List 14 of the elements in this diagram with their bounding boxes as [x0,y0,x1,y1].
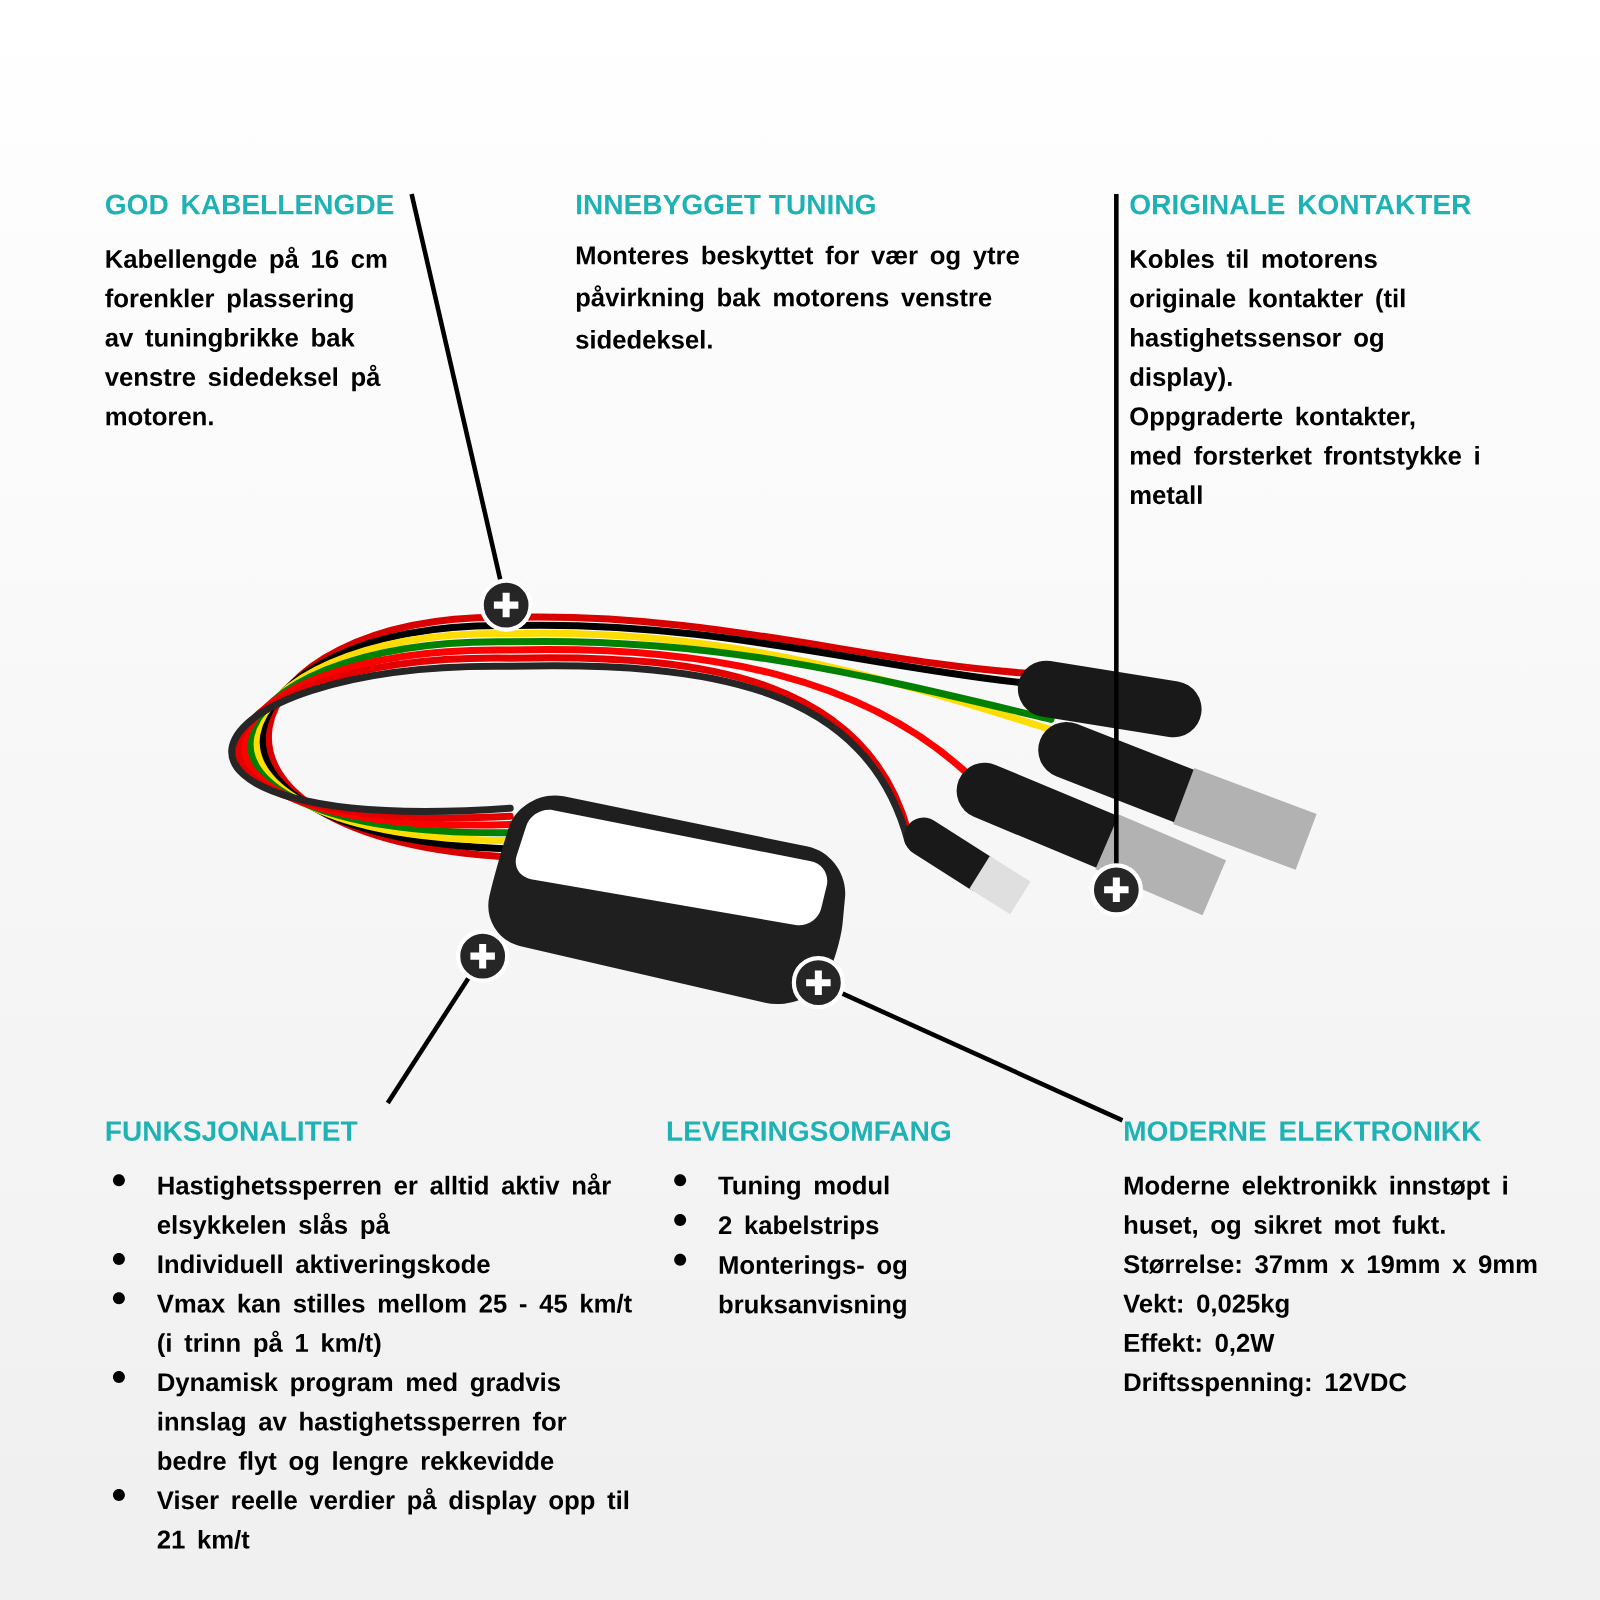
callout-text: ORIGINALE KONTAKTER Kobles til motorens originale kontakter (til hastighetssensor og display). Oppgraderte kontakter, med forsterket frontstykke i metall [1130,194,1479,505]
heading: INNEBYGGET TUNING [577,194,875,215]
callout-text: MODERNE ELEKTRONIKK Moderne elektronikk innstøpt i huset, og sikret mot fukt. Størrelse: 37mm x 19mm x 9mm Vekt: 0,025kg Effekt: 0,2W Driftsspenning: 12VDC [1123,1121,1537,1397]
leader-line [1114,193,1119,864]
list-item: 2 kabelstrips [674,1214,879,1240]
description-text: Monteres beskyttet for vær og ytre påvirkning bak motorens venstre sidedeksel. [576,245,1019,349]
leader-line [385,977,471,1105]
list-item: Monterings- og bruksanvisning [674,1253,907,1319]
leader-line [841,991,1124,1123]
callout-text: GOD KABELLENGDE Kabellengde på 16 cm forenkler plassering av tuningbrikke bak venstre sidedeksel på motoren. [104,194,394,426]
leader-line [409,193,503,580]
heading: LEVERINGSOMFANG [667,1121,950,1141]
callout-text: FUNKSJONALITET Hastighetssperren er alltid aktiv når elsykkelen slås på Individuell aktiveringskode Vmax kan stilles mellom 25 - 45 km/t (i trinn på 1 km/t) Dynamisk program med gradvis innslag av hastighetssperren for bedre flyt og lengre rekkevidde Viser reelle verdier på display opp til 21 km/t [106,1121,632,1549]
list-item: Tuning modul [674,1174,889,1200]
